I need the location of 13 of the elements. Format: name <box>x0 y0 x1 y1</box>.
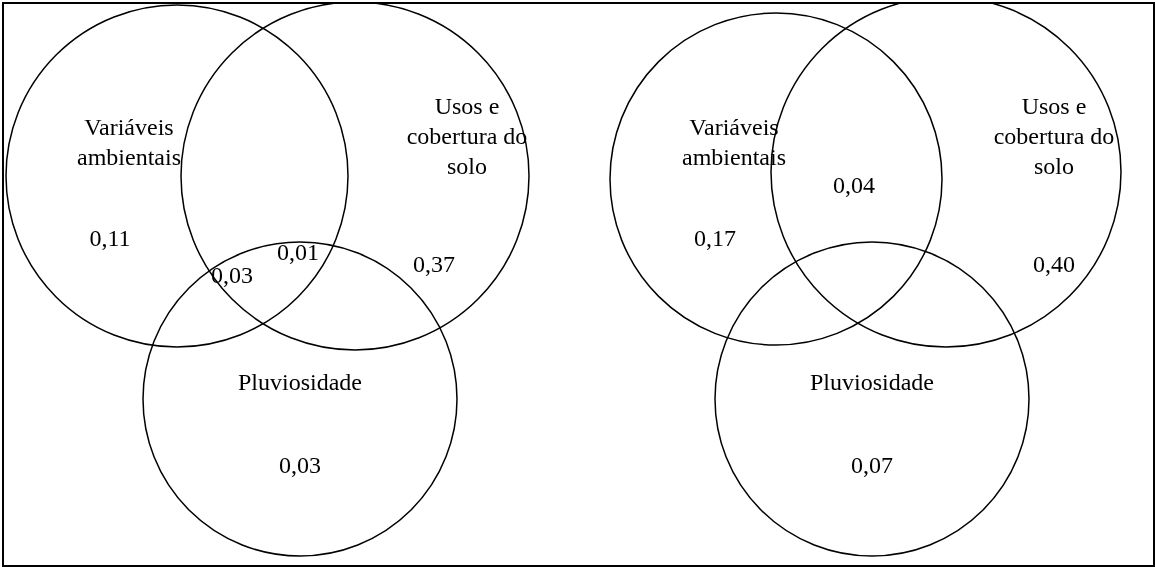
set-value: 0,03 <box>278 451 322 480</box>
set-value: 0,07 <box>850 451 894 480</box>
set-label: Variáveis ambientais <box>76 113 182 172</box>
set-value: 0,40 <box>1032 250 1076 279</box>
overlap-value: 0,04 <box>833 171 875 200</box>
overlap-value: 0,03 <box>211 261 253 290</box>
overlap-value: 0,01 <box>277 238 319 267</box>
set-label: Pluviosidade <box>809 368 935 397</box>
set-value: 0,17 <box>693 224 737 253</box>
set-label: Usos e cobertura do solo <box>992 92 1116 181</box>
set-label: Pluviosidade <box>237 368 363 397</box>
set-value: 0,11 <box>88 224 132 253</box>
set-value: 0,37 <box>412 250 456 279</box>
